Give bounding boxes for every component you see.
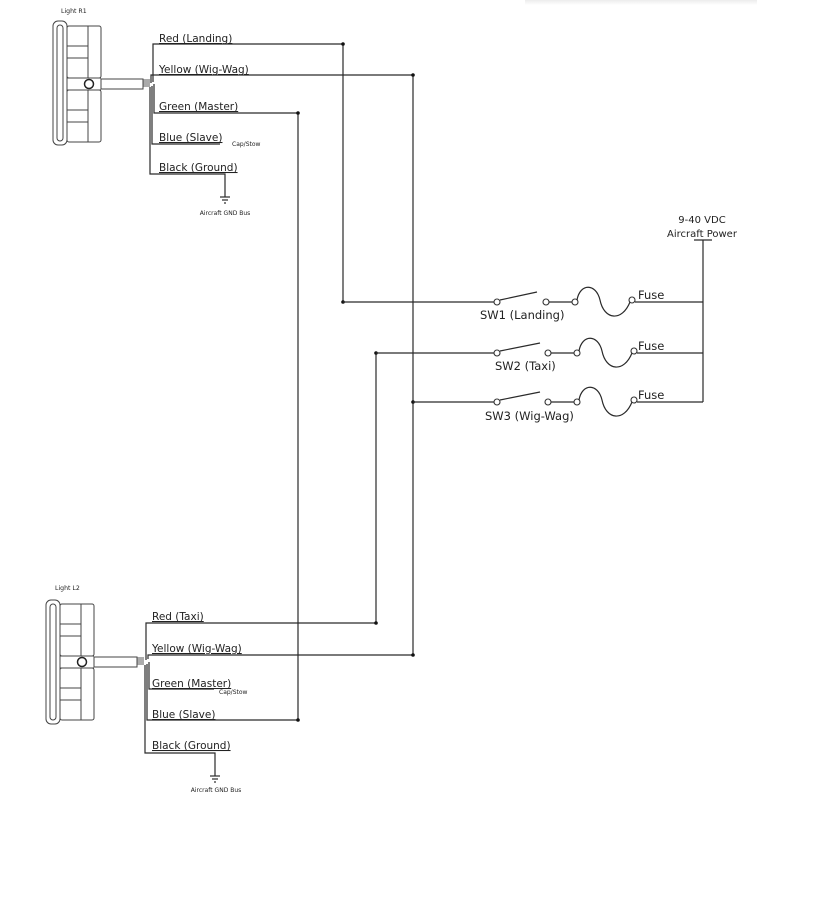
power-source-label: Aircraft Power — [667, 229, 738, 240]
fuse-sw2-label: Fuse — [638, 339, 664, 353]
ground-symbol-icon — [210, 775, 220, 783]
fuse-sw2-icon — [573, 337, 638, 368]
switch-sw3-label: SW3 (Wig-Wag) — [485, 409, 574, 423]
switch-sw1-icon[interactable] — [493, 291, 550, 306]
fuse-sw3-icon — [573, 386, 638, 417]
switch-sw2-icon[interactable] — [493, 342, 552, 357]
wire-l2-black-label: Black (Ground) — [152, 740, 231, 752]
light-l2-body-icon — [45, 599, 144, 725]
wire-r1-black — [149, 87, 226, 197]
power-voltage-label: 9-40 VDC — [678, 215, 725, 226]
l2-ground-label: Aircraft GND Bus — [191, 787, 242, 794]
trunk-wires — [296, 42, 415, 722]
wire-l2-red — [145, 622, 376, 660]
switch-row-sw1: SW1 (Landing) Fuse — [343, 286, 703, 322]
fuse-sw3-label: Fuse — [638, 388, 664, 402]
wire-r1-blue-label: Blue (Slave) — [159, 132, 222, 144]
wire-l2-green-note: Cap/Stow — [219, 689, 248, 696]
wire-r1-red-label: Red (Landing) — [159, 33, 232, 45]
wire-r1-blue — [151, 86, 220, 145]
wire-l2-yellow-label: Yellow (Wig-Wag) — [151, 643, 242, 655]
switch-sw3-icon[interactable] — [493, 391, 552, 406]
wire-r1-green-label: Green (Master) — [159, 101, 238, 113]
power-bus: 9-40 VDC Aircraft Power — [667, 215, 738, 402]
r1-ground-label: Aircraft GND Bus — [200, 210, 251, 217]
light-l2-label: Light L2 — [55, 585, 80, 592]
wire-l2-green-label: Green (Master) — [152, 678, 231, 690]
wire-l2-red-label: Red (Taxi) — [152, 611, 204, 623]
switch-row-sw3: SW3 (Wig-Wag) Fuse — [413, 386, 703, 423]
switch-sw2-label: SW2 (Taxi) — [495, 359, 556, 373]
wire-r1-green — [153, 84, 298, 114]
wire-r1-black-label: Black (Ground) — [159, 162, 238, 174]
wire-l2-blue — [146, 664, 298, 721]
top-scroll-shadow — [525, 0, 757, 5]
wire-r1-yellow-label: Yellow (Wig-Wag) — [158, 64, 249, 76]
wire-r1-red — [152, 43, 343, 82]
ground-symbol-icon — [220, 196, 230, 204]
light-r1-label: Light R1 — [61, 8, 87, 15]
wire-r1-yellow — [150, 74, 413, 83]
wire-r1-blue-note: Cap/Stow — [232, 141, 261, 148]
switch-sw1-label: SW1 (Landing) — [480, 308, 564, 322]
light-r1: Light R1 Red (Landing) Ye — [52, 8, 413, 217]
light-l2: Light L2 Red (Taxi) Yellow (Wi — [45, 585, 413, 794]
wire-l2-green — [148, 662, 214, 690]
wire-l2-black — [144, 665, 216, 776]
wire-l2-blue-label: Blue (Slave) — [152, 709, 215, 721]
fuse-sw1-label: Fuse — [638, 288, 664, 302]
wire-l2-yellow — [147, 654, 413, 659]
fuse-sw1-icon — [571, 286, 636, 317]
light-r1-body-icon — [52, 20, 150, 146]
switch-row-sw2: SW2 (Taxi) Fuse — [376, 337, 703, 373]
